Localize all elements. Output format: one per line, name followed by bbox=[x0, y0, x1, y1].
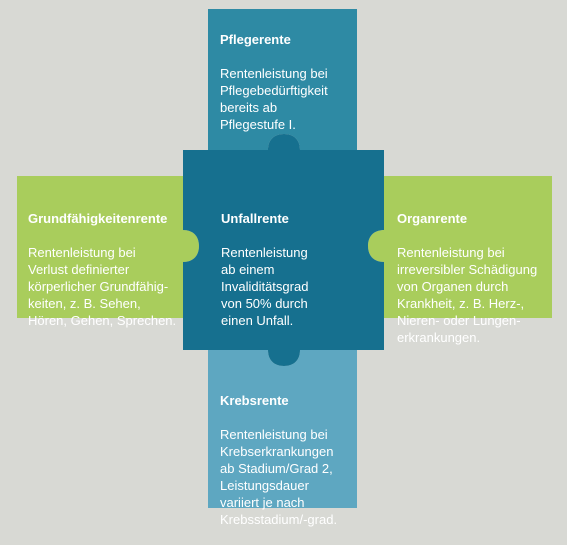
left-piece-text: Grundfähigkeitenrente Rentenleistung bei… bbox=[28, 193, 188, 346]
top-piece-text: Pflegerente Rentenleistung bei Pflegebed… bbox=[220, 14, 354, 150]
center-piece-title: Unfallrente bbox=[221, 211, 289, 226]
center-piece-description: Rentenleistung ab einem Invaliditätsgrad… bbox=[221, 245, 309, 328]
bottom-piece-description: Rentenleistung bei Krebserkrankungen ab … bbox=[220, 427, 338, 527]
top-piece-description: Rentenleistung bei Pflegebedürftigkeit b… bbox=[220, 66, 328, 132]
puzzle-pieces bbox=[17, 9, 552, 508]
right-piece-text: Organrente Rentenleistung bei irreversib… bbox=[397, 193, 549, 363]
top-puzzle-piece bbox=[208, 9, 357, 150]
right-piece-description: Rentenleistung bei irreversibler Schädig… bbox=[397, 245, 538, 345]
center-piece-text: Unfallrente Rentenleistung ab einem Inva… bbox=[221, 193, 371, 346]
left-puzzle-piece bbox=[17, 176, 199, 318]
top-piece-title: Pflegerente bbox=[220, 32, 291, 47]
bottom-puzzle-piece bbox=[208, 350, 357, 508]
puzzle-diagram: Pflegerente Rentenleistung bei Pflegebed… bbox=[17, 9, 552, 527]
bottom-piece-text: Krebsrente Rentenleistung bei Krebserkra… bbox=[220, 375, 354, 545]
center-puzzle-piece bbox=[183, 134, 384, 366]
left-piece-title: Grundfähigkeitenrente bbox=[28, 211, 168, 226]
right-piece-title: Organrente bbox=[397, 211, 468, 226]
right-puzzle-piece bbox=[368, 176, 552, 318]
bottom-piece-title: Krebsrente bbox=[220, 393, 289, 408]
left-piece-description: Rentenleistung bei Verlust definierter k… bbox=[28, 245, 177, 328]
